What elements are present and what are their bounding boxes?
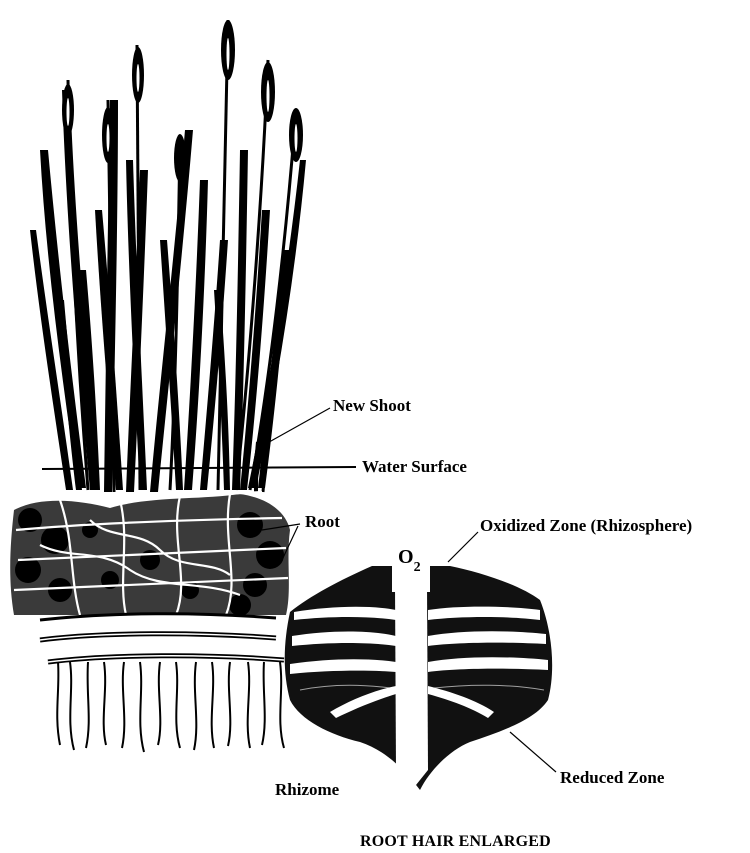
- label-rhizome: Rhizome: [275, 780, 339, 800]
- label-root: Root: [305, 512, 340, 532]
- rhizome-bands: [40, 614, 284, 662]
- hanging-roots: [57, 662, 284, 752]
- caption-root-hair-enlarged: ROOT HAIR ENLARGED: [360, 833, 551, 851]
- label-new-shoot: New Shoot: [333, 396, 411, 416]
- label-water-surface: Water Surface: [362, 457, 467, 477]
- label-reduced-zone: Reduced Zone: [560, 768, 664, 788]
- o2-subscript: 2: [414, 560, 421, 575]
- o2-symbol: O2: [398, 546, 421, 569]
- root-mass: [10, 492, 290, 616]
- o2-letter: O: [398, 546, 414, 568]
- root-hair-cross-section: [285, 566, 552, 790]
- label-oxidized-zone: Oxidized Zone (Rhizosphere): [480, 516, 692, 536]
